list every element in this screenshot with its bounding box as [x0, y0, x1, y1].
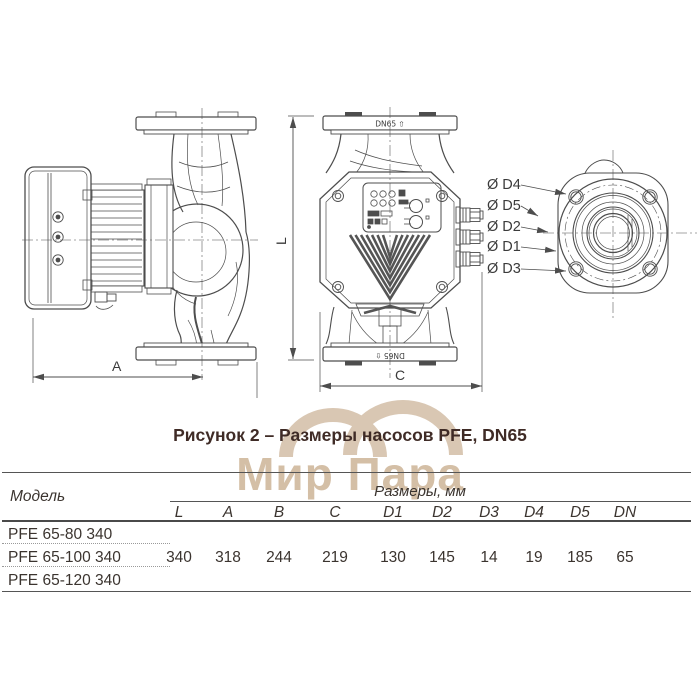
diameter-label-d4: Ø D4 [487, 177, 521, 193]
cable-glands [455, 206, 484, 268]
column-header-d4: D4 [524, 504, 544, 521]
dimension-value-d1: 130 [380, 549, 406, 566]
technical-drawing: A [22, 107, 697, 398]
dimension-value-b: 244 [266, 549, 292, 566]
column-header-d1: D1 [383, 504, 403, 521]
control-panel [362, 182, 442, 233]
diameter-callouts: Ø D4 Ø D5 Ø D2 Ø D1 Ø D3 [487, 177, 567, 277]
model-row-label: PFE 65-100 340 [8, 549, 121, 566]
column-header-d3: D3 [479, 504, 499, 521]
diameter-label-d5: Ø D5 [487, 198, 521, 214]
watermark-text: Мир Пара [236, 448, 464, 500]
column-header-d5: D5 [570, 504, 590, 521]
terminal-screws [52, 211, 64, 266]
table-top-rule [2, 472, 691, 473]
port-size-label-top: DN65 ⇧ [375, 120, 405, 129]
dimension-value-d2: 145 [429, 549, 455, 566]
row-divider-dotted [2, 543, 170, 544]
dimension-l: L [273, 115, 314, 361]
bolt-holes [568, 189, 658, 277]
dimension-value-c: 219 [322, 549, 348, 566]
dimension-value-l: 340 [166, 549, 192, 566]
figure-caption: Рисунок 2 – Размеры насосов PFE, DN65 [173, 425, 527, 445]
column-header-l: L [174, 504, 184, 521]
diameter-label-d1: Ø D1 [487, 239, 521, 255]
sizes-group-header: Размеры, мм [374, 483, 466, 500]
dimension-value-d5: 185 [567, 549, 593, 566]
diameter-label-d2: Ø D2 [487, 219, 521, 235]
dim-label-c: C [395, 367, 405, 383]
row-divider-dotted [2, 566, 170, 567]
model-row-label: PFE 65-80 340 [8, 526, 113, 543]
column-header-c: C [329, 504, 341, 521]
dim-label-a: A [112, 358, 122, 374]
dimension-a: A [32, 318, 258, 398]
column-header-dn: DN [613, 504, 637, 521]
sizes-group-rule [170, 501, 691, 502]
dimension-value-a: 318 [215, 549, 241, 566]
dimension-value-d3: 14 [480, 549, 498, 566]
column-header-d2: D2 [432, 504, 452, 521]
front-view: DN65 ⇧ DN65 ⇧ [273, 107, 484, 392]
flange-view: Ø D4 Ø D5 Ø D2 Ø D1 Ø D3 [487, 150, 697, 320]
watermark-logo [279, 400, 463, 458]
column-header-a: A [222, 504, 234, 521]
diameter-label-d3: Ø D3 [487, 261, 521, 277]
model-column-header: Модель [10, 488, 66, 505]
column-header-b: B [273, 504, 285, 521]
side-view: A [22, 108, 258, 398]
corner-screws [332, 190, 448, 293]
dimension-value-dn: 65 [616, 549, 634, 566]
model-row-label: PFE 65-120 340 [8, 572, 121, 589]
dimension-c: C [319, 272, 483, 392]
dim-label-l: L [273, 237, 289, 245]
dimension-value-d4: 19 [525, 549, 543, 566]
side-view-flanges [135, 111, 257, 366]
table-header-rule [2, 520, 691, 523]
table-bottom-rule [2, 591, 691, 592]
